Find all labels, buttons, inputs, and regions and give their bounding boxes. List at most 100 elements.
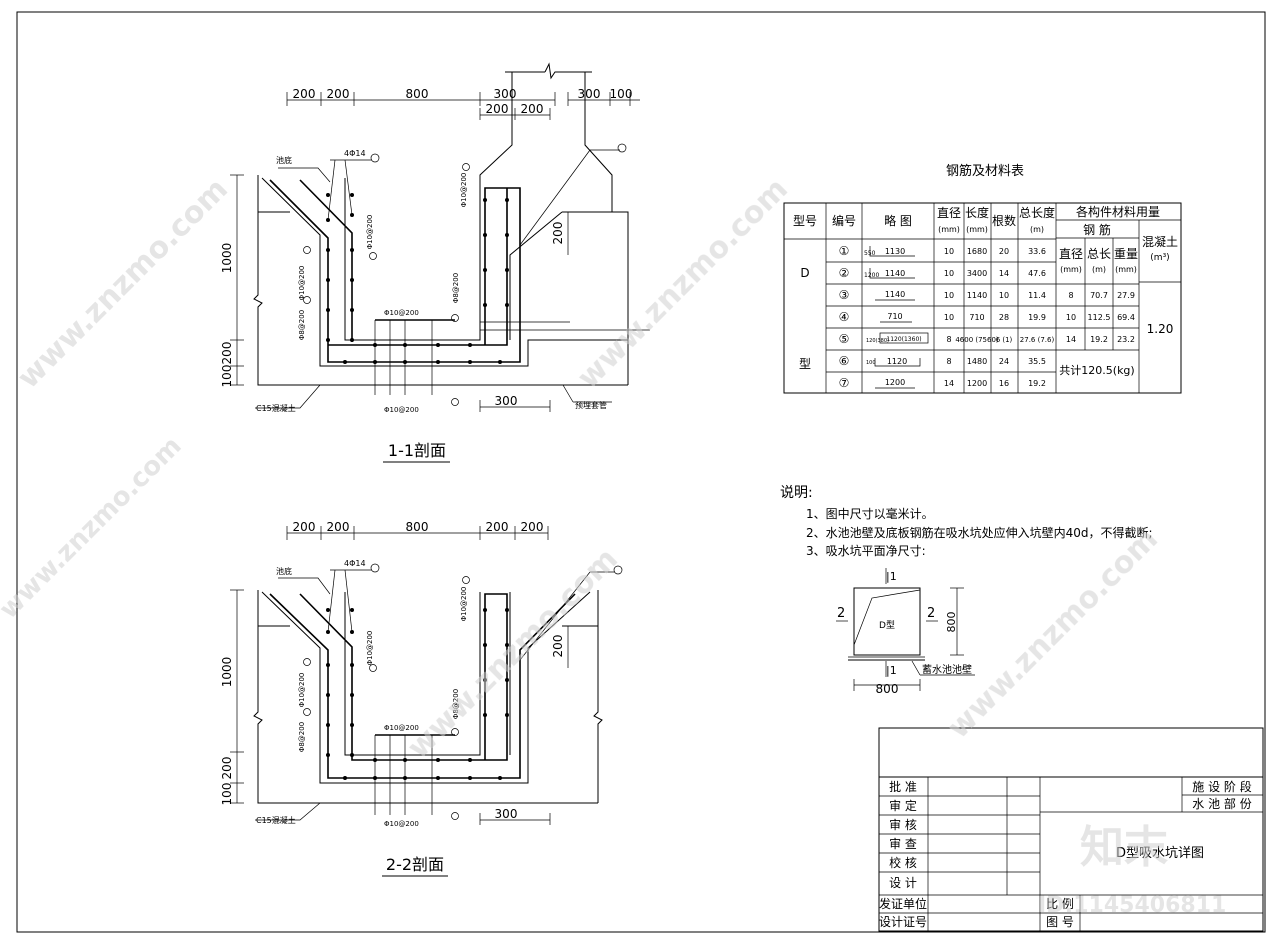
rebar-label: Φ10@200 bbox=[460, 173, 468, 208]
cell-count: 20 bbox=[999, 247, 1009, 256]
note-item: 3、吸水坑平面净尺寸: bbox=[806, 543, 926, 558]
dim-200: 200 bbox=[551, 222, 565, 245]
rebar-label: Φ10@200 bbox=[384, 724, 419, 732]
dim-left-200: 200 bbox=[220, 342, 234, 365]
th-s-weight-unit: (mm) bbox=[1115, 265, 1137, 274]
cell-count: 10 bbox=[999, 291, 1009, 300]
cell-sketch-side: 100 bbox=[866, 360, 876, 366]
th-concrete-unit: (m³) bbox=[1150, 253, 1169, 263]
cell-sketch: 1140 bbox=[885, 269, 905, 278]
th-steel: 钢 筋 bbox=[1083, 222, 1111, 237]
cell-len: 1140 bbox=[967, 291, 987, 300]
label-concrete: C15混凝土 bbox=[256, 815, 296, 825]
cell-sketch: 1120(1360) bbox=[886, 336, 921, 343]
dim-top2-1: 200 bbox=[486, 102, 509, 116]
label-1-bottom: |1 bbox=[886, 664, 897, 677]
th-s-dia: 直径 bbox=[1059, 247, 1083, 261]
cell-dia: 10 bbox=[944, 247, 954, 256]
watermark-site: www.znzmo.com bbox=[11, 172, 235, 396]
concrete-value: 1.20 bbox=[1147, 322, 1174, 336]
tb-row: 发证单位 bbox=[879, 896, 927, 911]
tb-row: 批 准 bbox=[889, 779, 917, 794]
plan-dim-side: 800 bbox=[945, 612, 958, 633]
cell-count: 24 bbox=[999, 357, 1009, 366]
dim-top-1: 200 bbox=[293, 520, 316, 534]
cell-total: 33.6 bbox=[1028, 247, 1046, 256]
note-item: 2、水池池壁及底板钢筋在吸水坑处应伸入坑壁内40d，不得截断; bbox=[806, 525, 1153, 540]
cell-no: ④ bbox=[839, 310, 850, 324]
dim-300: 300 bbox=[495, 394, 518, 408]
tb-row: 审 核 bbox=[889, 817, 917, 832]
rebar-label: Φ10@200 bbox=[384, 309, 419, 317]
cell-total: 47.6 bbox=[1028, 269, 1046, 278]
th-s-dia-unit: (mm) bbox=[1060, 265, 1082, 274]
dim-top-2: 200 bbox=[327, 87, 350, 101]
cell-count: 14 bbox=[999, 269, 1009, 278]
cell-dia: 14 bbox=[944, 379, 954, 388]
label-chidi: 池底 bbox=[276, 155, 292, 165]
cell-no: ① bbox=[839, 244, 850, 258]
label-2-left: 2 bbox=[837, 606, 845, 621]
rebar-label: Φ10@200 bbox=[460, 587, 468, 622]
dim-200: 200 bbox=[551, 635, 565, 658]
cell-no: ③ bbox=[839, 288, 850, 302]
cell-no: ⑤ bbox=[839, 332, 850, 346]
material-table: 钢筋及材料表 型号 编号 略 图 直径 (mm) 长度 (mm) 根数 总长度 bbox=[783, 163, 1182, 394]
cell-count: 6 (1) bbox=[996, 336, 1013, 344]
tb-stage: 施 设 阶 段 bbox=[1192, 779, 1251, 794]
watermark-site: www.znzmo.com bbox=[401, 542, 625, 766]
title-block: 批 准 审 定 审 核 审 查 校 核 设 计 发证单位 设计证号 施 设 阶 … bbox=[878, 727, 1264, 932]
tb-row: 设计证号 bbox=[879, 915, 927, 929]
label-chidi: 池底 bbox=[276, 566, 292, 576]
dim-left-100: 100 bbox=[220, 365, 234, 388]
label-1-top: |1 bbox=[886, 570, 897, 583]
watermark-site: www.znzmo.com bbox=[571, 172, 795, 396]
th-dia: 直径 bbox=[937, 206, 961, 220]
th-count: 根数 bbox=[992, 213, 1016, 228]
th-total-unit: (m) bbox=[1030, 225, 1044, 234]
note-item: 1、图中尺寸以毫米计。 bbox=[806, 506, 934, 521]
cell-total: 11.4 bbox=[1028, 291, 1046, 300]
th-s-total: 总长 bbox=[1087, 247, 1111, 261]
steel-weight: 27.9 bbox=[1117, 291, 1135, 300]
plan-center: D型 bbox=[879, 620, 895, 631]
dim-top-3: 800 bbox=[406, 87, 429, 101]
cell-sketch: 1130 bbox=[885, 247, 905, 256]
dim-top-5: 200 bbox=[521, 520, 544, 534]
tb-row: 校 核 bbox=[889, 855, 917, 870]
plan-dim-bottom: 800 bbox=[876, 682, 899, 696]
cell-no: ② bbox=[839, 266, 850, 280]
dim-top-5: 300 bbox=[578, 87, 601, 101]
tb-number: 图 号 bbox=[1046, 915, 1074, 929]
th-s-weight: 重量 bbox=[1114, 247, 1138, 261]
section-1-1: 200 200 800 300 300 100 200 200 1000 200… bbox=[220, 62, 650, 463]
steel-dia: 8 bbox=[1068, 291, 1073, 300]
th-sketch: 略 图 bbox=[884, 213, 912, 228]
watermark-site: www.znzmo.com bbox=[941, 522, 1165, 746]
rebar-label: Φ10@200 bbox=[384, 406, 419, 414]
dim-top2-2: 200 bbox=[521, 102, 544, 116]
pit-plan: |1 |1 2 2 D型 800 800 蓄水池池壁 bbox=[836, 568, 975, 696]
steel-dia: 10 bbox=[1066, 313, 1076, 322]
dim-300: 300 bbox=[495, 807, 518, 821]
cell-sketch-side: 550 bbox=[864, 250, 876, 257]
section-1-title: 1-1剖面 bbox=[388, 441, 446, 460]
cell-sketch-side: 120(380) bbox=[866, 338, 889, 344]
notes-title: 说明: bbox=[780, 485, 813, 501]
tb-row: 设 计 bbox=[889, 876, 917, 890]
dim-top-4: 200 bbox=[486, 520, 509, 534]
dim-left-100: 100 bbox=[220, 783, 234, 806]
cell-total: 27.6 (7.6) bbox=[1020, 336, 1055, 344]
type-xing: 型 bbox=[799, 357, 811, 371]
tb-row: 审 查 bbox=[889, 836, 917, 851]
th-len-unit: (mm) bbox=[966, 225, 988, 234]
dim-top-4: 300 bbox=[494, 87, 517, 101]
cell-sketch-side: 1200 bbox=[864, 272, 879, 279]
cell-count: 16 bbox=[999, 379, 1009, 388]
th-no: 编号 bbox=[832, 213, 856, 228]
cell-len: 3400 bbox=[967, 269, 987, 278]
sum-text: 共计120.5(kg) bbox=[1059, 364, 1134, 377]
rebar-label: Φ8@200 bbox=[452, 689, 460, 719]
watermark-site: www.znzmo.com bbox=[0, 431, 188, 625]
cell-total: 19.9 bbox=[1028, 313, 1046, 322]
